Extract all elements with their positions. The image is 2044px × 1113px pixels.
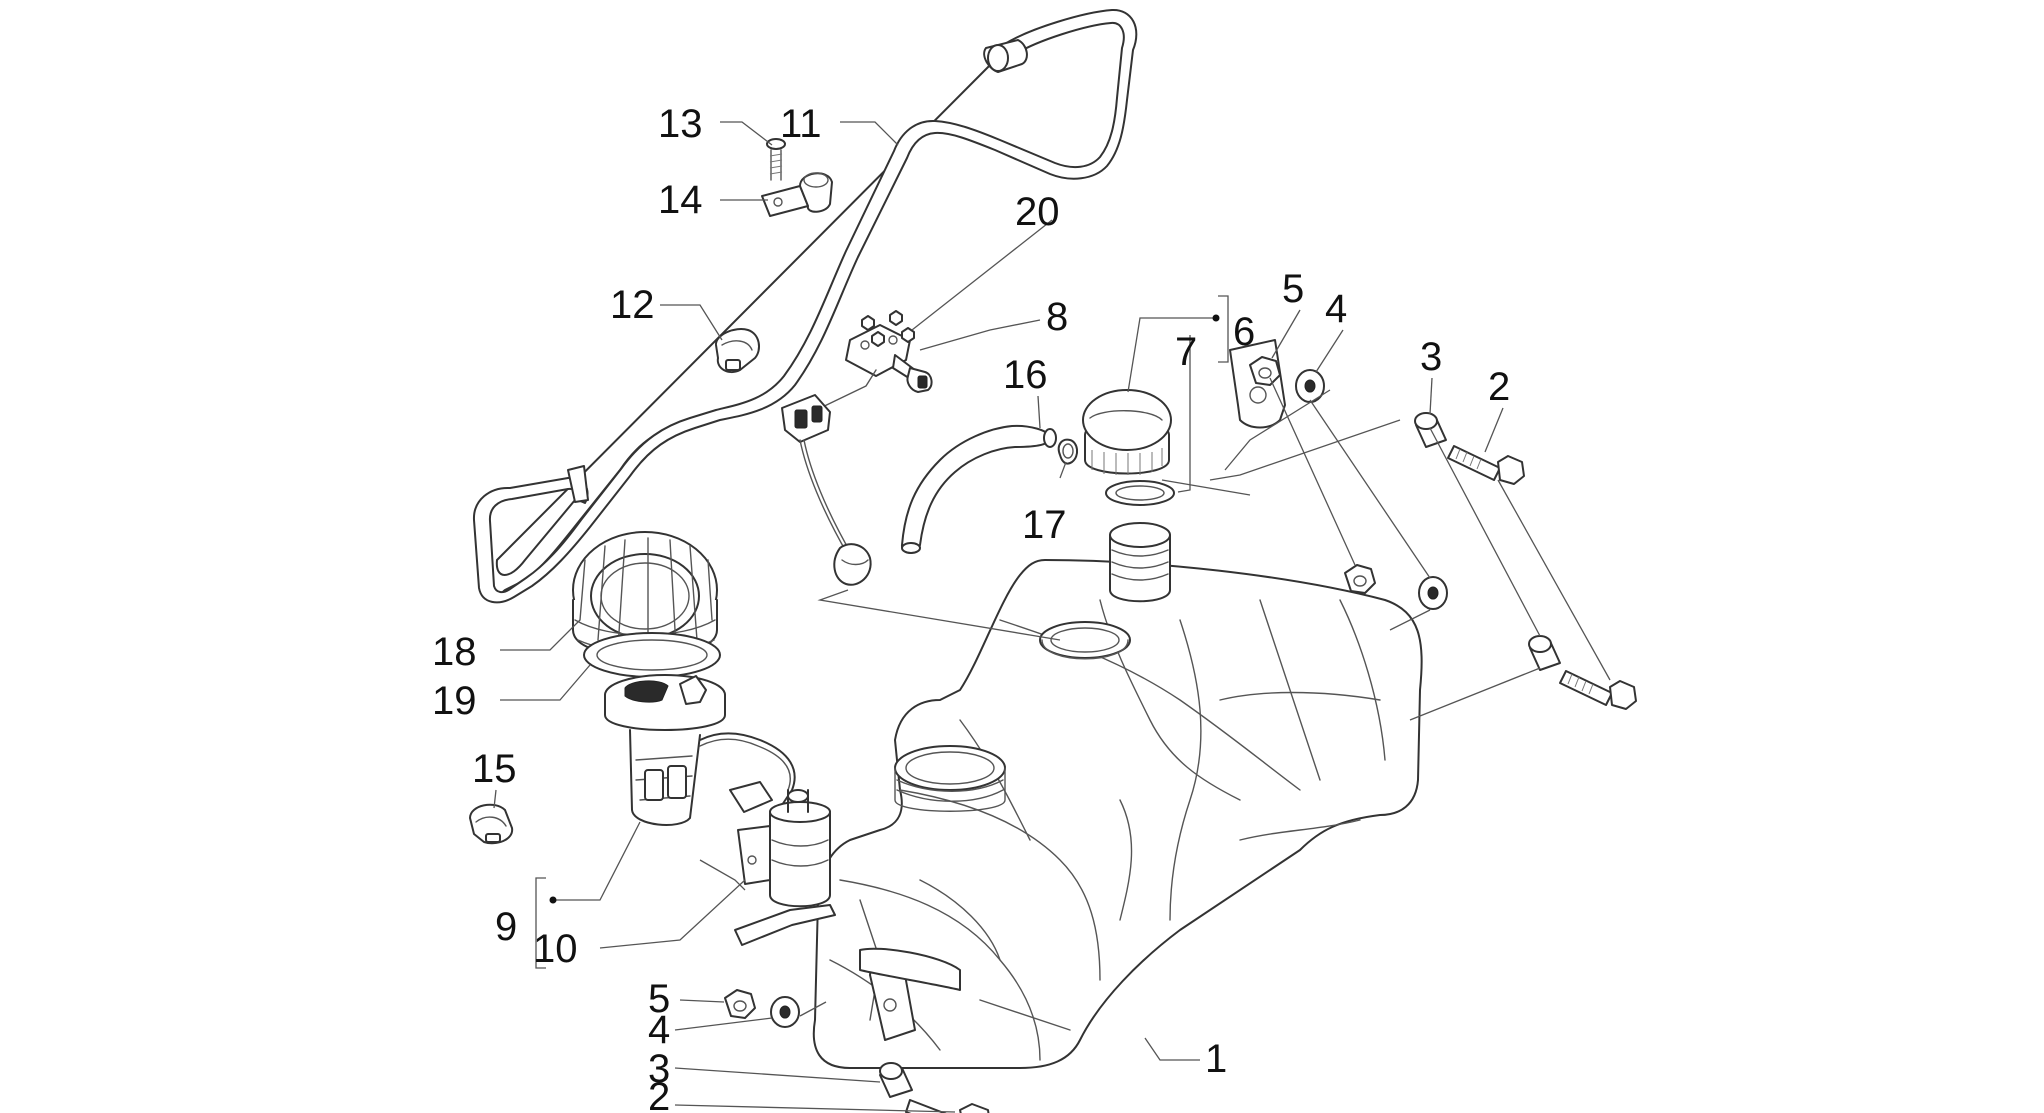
fuel-pump-9	[604, 674, 836, 946]
group-dot-9	[549, 896, 557, 904]
callout-2-lower: 2	[648, 1075, 670, 1113]
callout-3-lower: 3	[648, 1047, 670, 1091]
washer-4-lower	[770, 996, 800, 1028]
callout-19: 19	[432, 679, 477, 723]
callout-4-upper: 4	[1325, 287, 1347, 331]
clip-15	[469, 803, 514, 845]
nuts-20	[861, 310, 915, 347]
callout-8: 8	[1046, 295, 1068, 339]
breather-hose	[472, 8, 1138, 604]
callout-13: 13	[658, 102, 703, 146]
screw-13	[766, 138, 786, 181]
leader-lines	[493, 121, 1611, 1113]
bracket-14	[761, 172, 833, 217]
seal-7	[1105, 480, 1175, 506]
bushing-3-upper	[1414, 412, 1561, 671]
nut-5-upper	[1249, 356, 1376, 594]
group-dot-6	[1212, 314, 1220, 322]
fuel-hose-16	[901, 424, 1057, 554]
callout-1: 1	[1205, 1037, 1227, 1081]
callout-3-upper: 3	[1420, 335, 1442, 379]
callout-4-lower: 4	[648, 1008, 670, 1052]
callout-11: 11	[780, 102, 822, 146]
callout-17: 17	[1022, 503, 1067, 547]
bolt-2-upper	[1447, 445, 1637, 710]
bushing-3-lower	[879, 1062, 913, 1098]
pump-seal-19	[583, 632, 721, 678]
callout-9: 9	[495, 905, 517, 949]
callout-2-upper: 2	[1488, 365, 1510, 409]
bolt-2-lower	[905, 1099, 990, 1113]
nut-5-lower	[724, 989, 756, 1019]
hose-clamp-12	[715, 328, 761, 374]
callout-20: 20	[1015, 190, 1060, 234]
callout-12: 12	[610, 283, 655, 327]
callout-18: 18	[432, 630, 477, 674]
callout-5-upper: 5	[1282, 267, 1304, 311]
fuel-cap-6	[1082, 389, 1172, 475]
callout-5-lower: 5	[648, 977, 670, 1021]
callout-15: 15	[472, 747, 517, 791]
callout-labels: 13 11 14 20 12 8 6 7 5 4 3 2 16 17 18 19…	[432, 102, 1510, 1113]
level-sensor-8	[781, 324, 933, 586]
callout-16: 16	[1003, 353, 1048, 397]
clip-17	[1057, 438, 1078, 465]
callout-7: 7	[1175, 330, 1197, 374]
callout-6: 6	[1233, 310, 1255, 354]
callout-10: 10	[533, 927, 578, 971]
callout-14: 14	[658, 178, 703, 222]
